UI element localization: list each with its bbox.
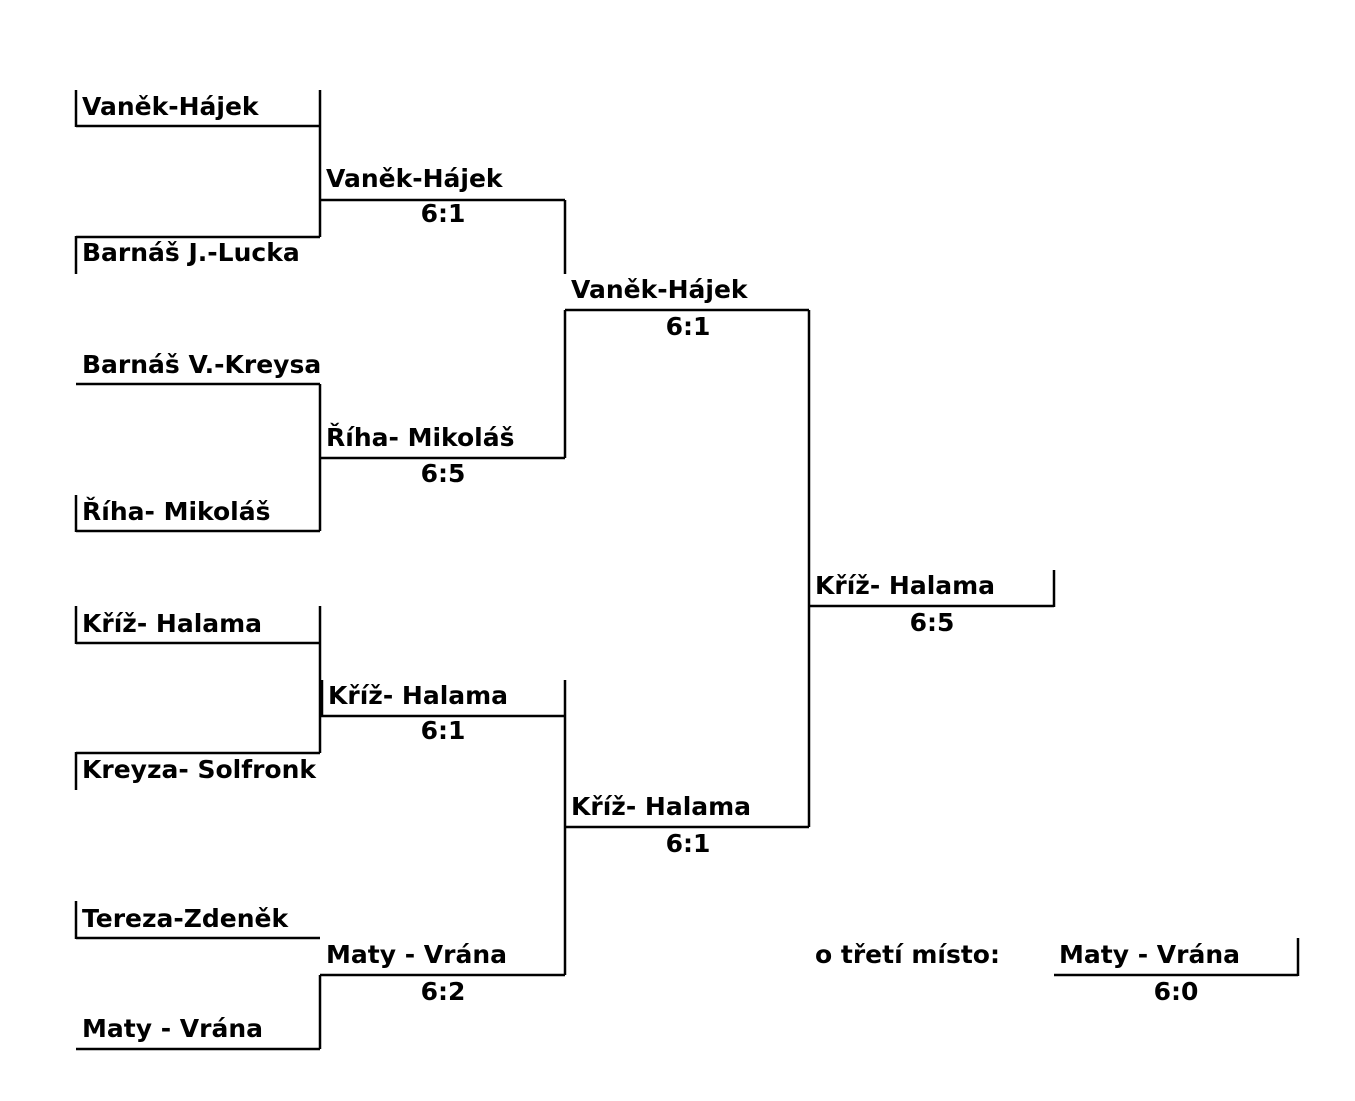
r1-team-8: Maty - Vrána: [82, 1014, 263, 1043]
qf-score-1: 6:1: [421, 199, 466, 228]
third-place-winner: Maty - Vrána: [1059, 940, 1240, 969]
sf-score-1: 6:1: [666, 312, 711, 341]
r1-team-4: Říha- Mikoláš: [82, 497, 270, 526]
sf-winner-1: Vaněk-Hájek: [571, 275, 749, 304]
r1-team-6: Kreyza- Solfronk: [82, 755, 317, 784]
final-score: 6:5: [910, 608, 955, 637]
qf-score-3: 6:1: [421, 716, 466, 745]
sf-winner-2: Kříž- Halama: [571, 792, 751, 821]
final-winner: Kříž- Halama: [815, 571, 995, 600]
r1-team-1: Vaněk-Hájek: [82, 92, 260, 121]
sf-score-2: 6:1: [666, 829, 711, 858]
third-place-label: o třetí místo:: [815, 940, 1000, 969]
qf-score-2: 6:5: [421, 459, 466, 488]
third-place-score: 6:0: [1154, 977, 1199, 1006]
qf-winner-3: Kříž- Halama: [328, 681, 508, 710]
r1-team-2: Barnáš J.-Lucka: [82, 238, 300, 267]
qf-score-4: 6:2: [421, 977, 466, 1006]
qf-winner-2: Říha- Mikoláš: [326, 423, 514, 452]
r1-team-7: Tereza-Zdeněk: [82, 904, 290, 933]
r1-team-5: Kříž- Halama: [82, 609, 262, 638]
qf-winner-1: Vaněk-Hájek: [326, 164, 504, 193]
qf-winner-4: Maty - Vrána: [326, 940, 507, 969]
r1-team-3: Barnáš V.-Kreysa: [82, 350, 321, 379]
